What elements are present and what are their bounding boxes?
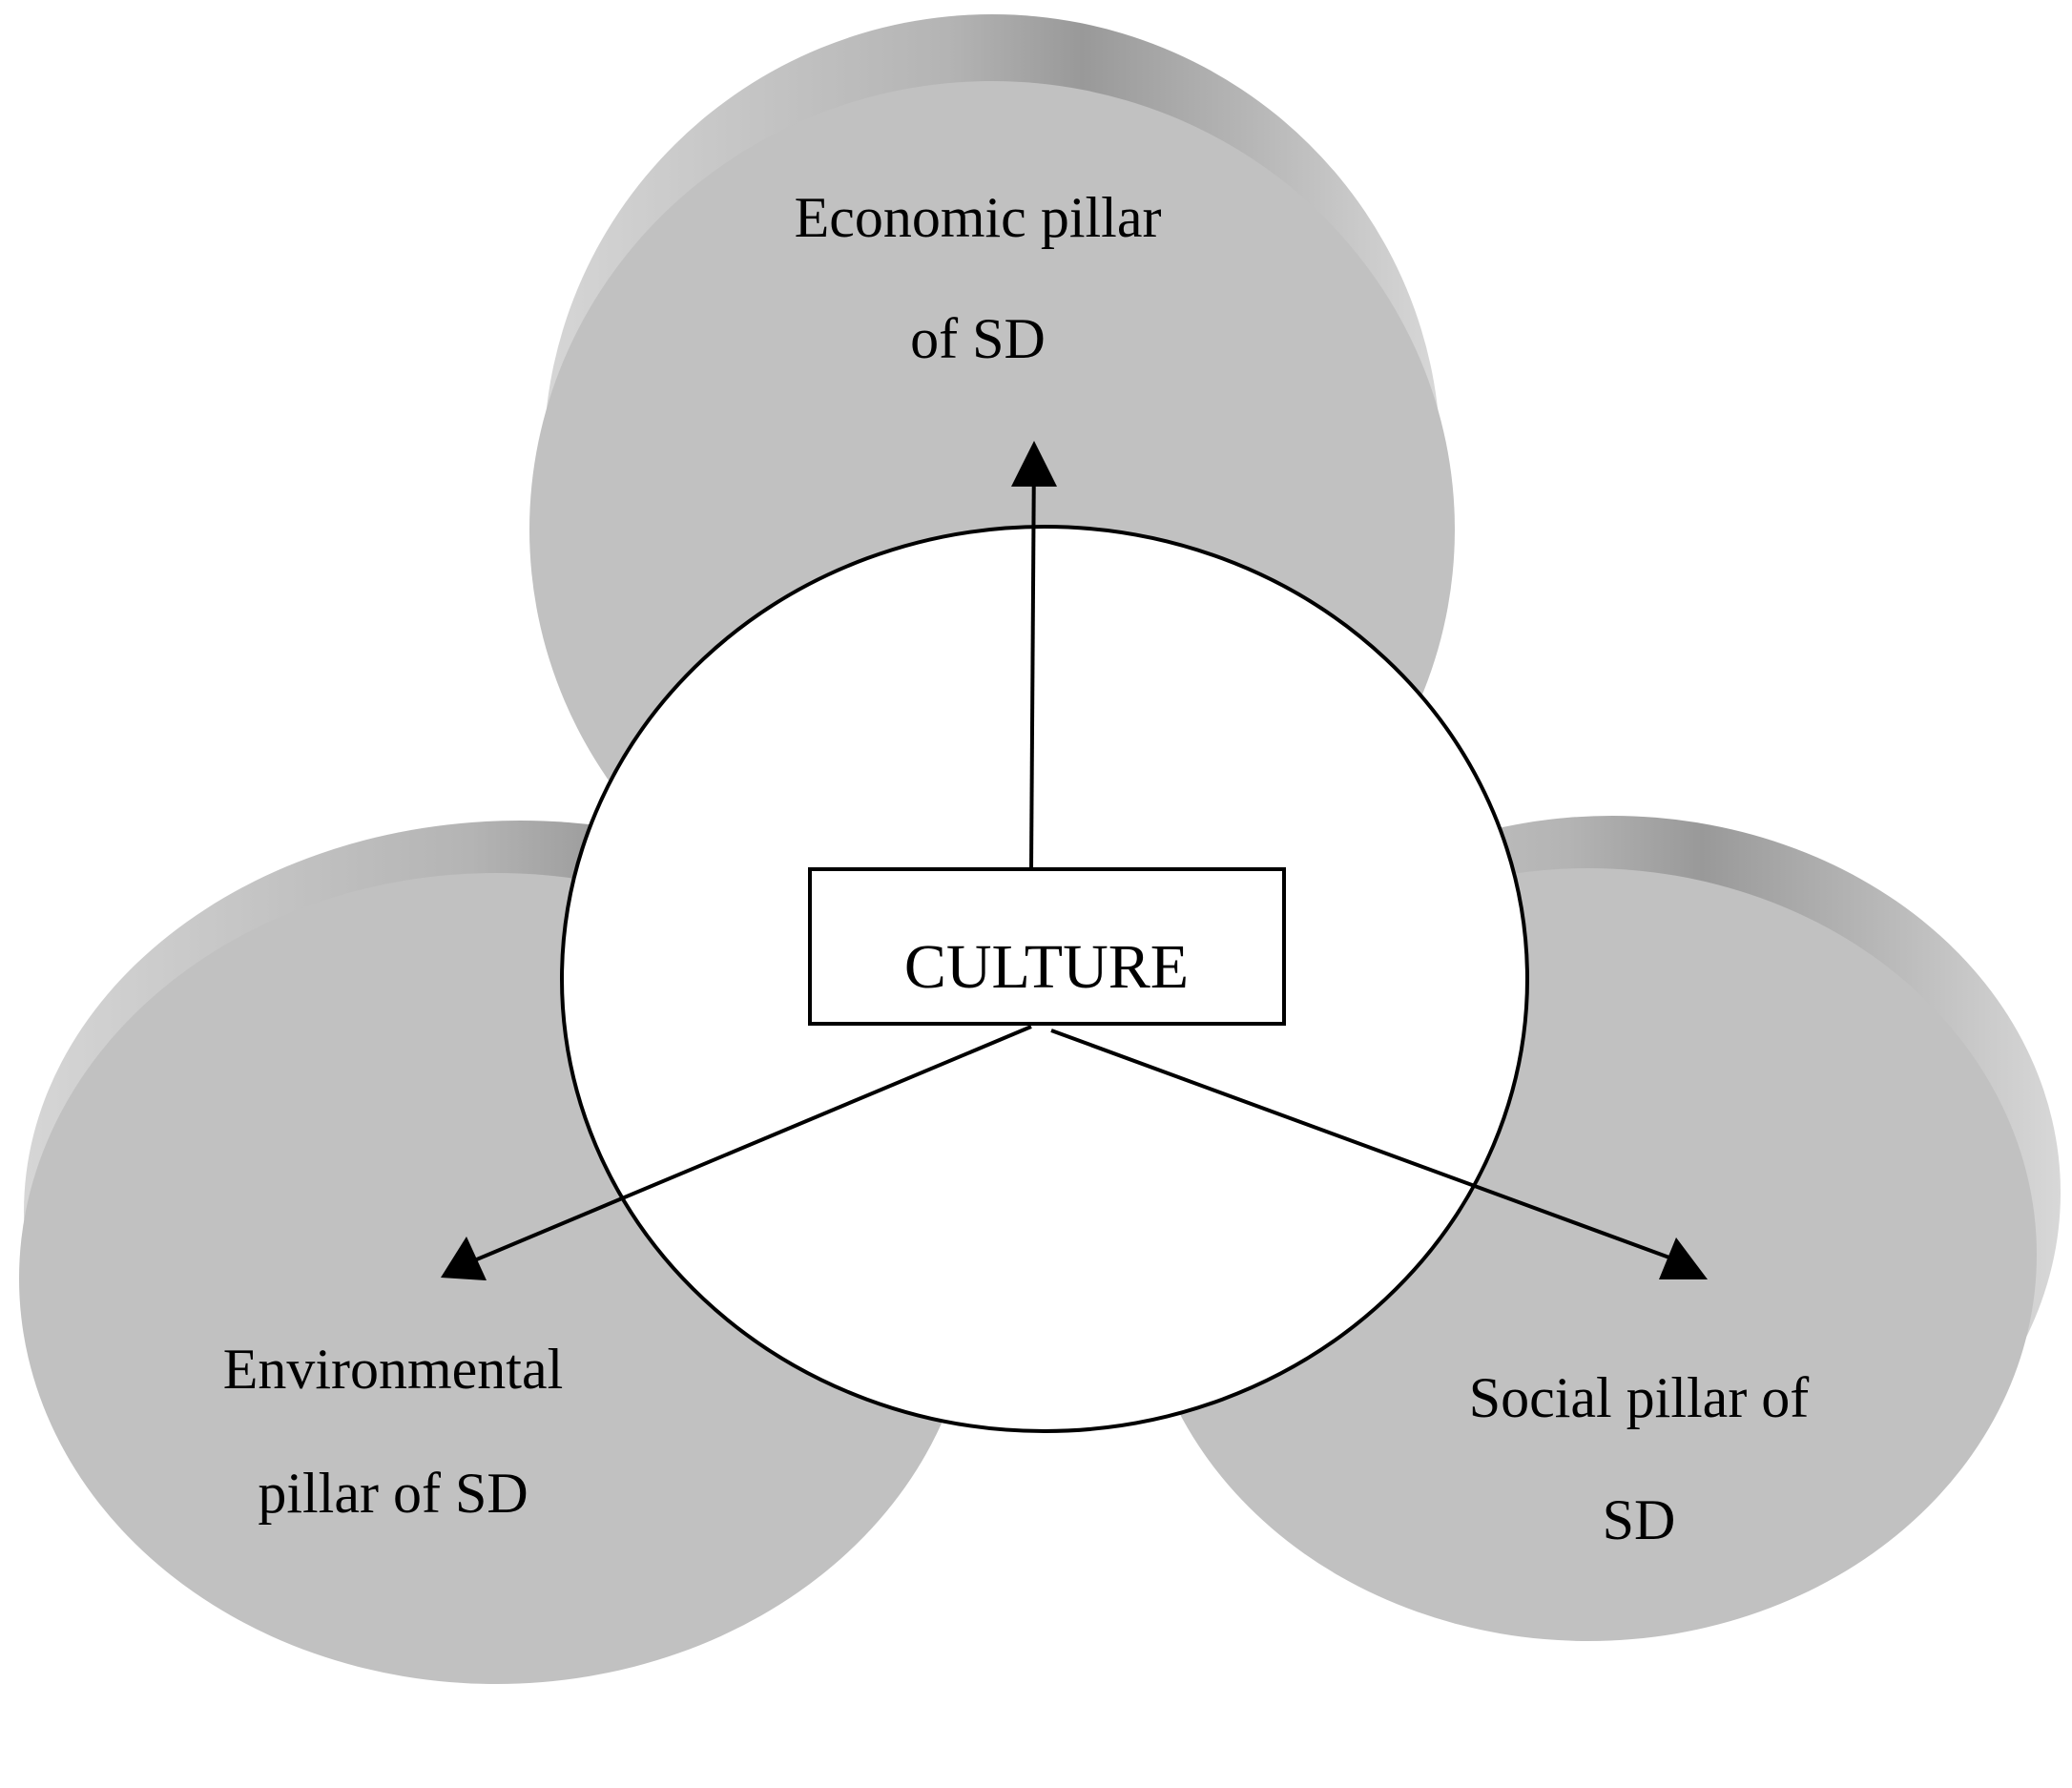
social-pillar-label-line2: SD bbox=[1603, 1488, 1676, 1551]
economic-pillar-label-line2: of SD bbox=[910, 307, 1046, 370]
arrow-to-economic bbox=[1029, 447, 1036, 870]
environmental-pillar-label-line1: Environmental bbox=[223, 1338, 564, 1401]
arrow-to-social bbox=[1050, 1029, 1678, 1262]
culture-box bbox=[808, 867, 1286, 1026]
arrowhead-environmental bbox=[441, 1237, 487, 1280]
arrowhead-economic bbox=[1011, 441, 1057, 487]
economic-pillar-label-line1: Economic pillar bbox=[795, 186, 1162, 249]
environmental-pillar-label-line2: pillar of SD bbox=[258, 1462, 528, 1525]
arrowhead-social bbox=[1659, 1237, 1708, 1279]
arrow-to-environmental bbox=[471, 1025, 1032, 1263]
culture-label: CULTURE bbox=[904, 932, 1189, 1002]
social-pillar-label-line1: Social pillar of bbox=[1469, 1366, 1810, 1429]
